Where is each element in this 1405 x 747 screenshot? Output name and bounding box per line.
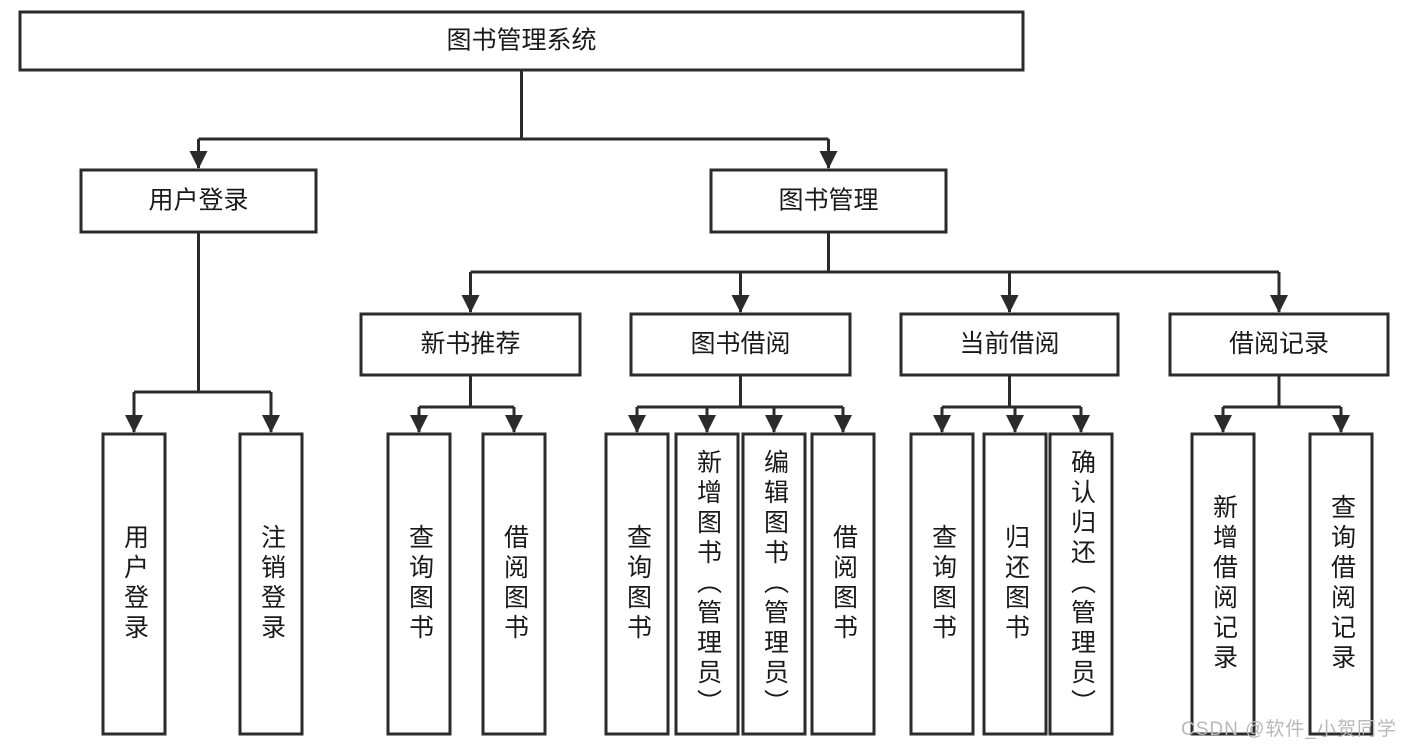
- node-level3-0[interactable]: [359, 312, 582, 377]
- node-level2-label-1: 图书管理: [778, 187, 878, 215]
- arrow-head-root-branch-1: [819, 151, 838, 169]
- node-leaf-1[interactable]: [238, 432, 304, 736]
- node-root[interactable]: [18, 10, 1025, 72]
- arrow-head-leaf-1-1: [505, 415, 523, 433]
- node-level3-label-1: 图书借阅: [690, 330, 790, 358]
- node-leaf-9[interactable]: [982, 432, 1048, 736]
- node-leaf-12[interactable]: [1308, 432, 1374, 736]
- node-level3-2[interactable]: [899, 312, 1120, 377]
- arrow-head-manage-branch-1: [731, 295, 750, 313]
- connector-layer: [125, 70, 1350, 433]
- arrow-head-leaf-3-2: [1072, 415, 1090, 433]
- node-level3-label-3: 借阅记录: [1229, 330, 1329, 358]
- arrow-head-root-branch-0: [189, 151, 208, 169]
- arrow-head-manage-branch-0: [461, 295, 480, 313]
- node-level2-1[interactable]: [709, 168, 948, 234]
- node-level3-3[interactable]: [1168, 312, 1390, 377]
- arrow-head-leaf-2-1: [698, 415, 716, 433]
- arrow-head-manage-branch-2: [1000, 295, 1019, 313]
- arrow-head-leaf-2-2: [765, 415, 783, 433]
- node-leaf-4[interactable]: [604, 432, 670, 736]
- arrow-head-leaf-4-1: [1332, 415, 1350, 433]
- arrow-head-leaf-3-1: [1006, 415, 1024, 433]
- node-level3-label-2: 当前借阅: [959, 330, 1059, 358]
- node-leaf-5[interactable]: [674, 432, 740, 736]
- node-leaf-0[interactable]: [101, 432, 167, 736]
- watermark-text: CSDN @软件_小贺同学: [1181, 719, 1397, 740]
- arrow-head-leaf-0-0: [125, 415, 143, 433]
- node-leaf-10[interactable]: [1048, 432, 1114, 736]
- node-level2-0[interactable]: [79, 168, 318, 234]
- node-root-label: 图书管理系统: [446, 27, 596, 55]
- arrow-head-leaf-3-0: [933, 415, 951, 433]
- node-level3-label-0: 新书推荐: [420, 330, 520, 358]
- node-leaf-7[interactable]: [810, 432, 876, 736]
- arrow-head-manage-branch-3: [1270, 295, 1288, 313]
- node-leaf-3[interactable]: [481, 432, 547, 736]
- arrow-head-leaf-4-0: [1214, 415, 1232, 433]
- arrow-head-leaf-2-0: [628, 415, 646, 433]
- node-leaf-11[interactable]: [1190, 432, 1256, 736]
- arrow-head-leaf-0-1: [262, 415, 280, 433]
- arrow-head-leaf-2-3: [834, 415, 852, 433]
- node-leaf-6[interactable]: [741, 432, 807, 736]
- node-level2-label-0: 用户登录: [148, 187, 248, 215]
- node-leaf-2[interactable]: [386, 432, 452, 736]
- node-leaf-8[interactable]: [909, 432, 975, 736]
- node-level3-1[interactable]: [629, 312, 852, 377]
- node-layer: [18, 10, 1390, 736]
- arrow-head-leaf-1-0: [410, 415, 428, 433]
